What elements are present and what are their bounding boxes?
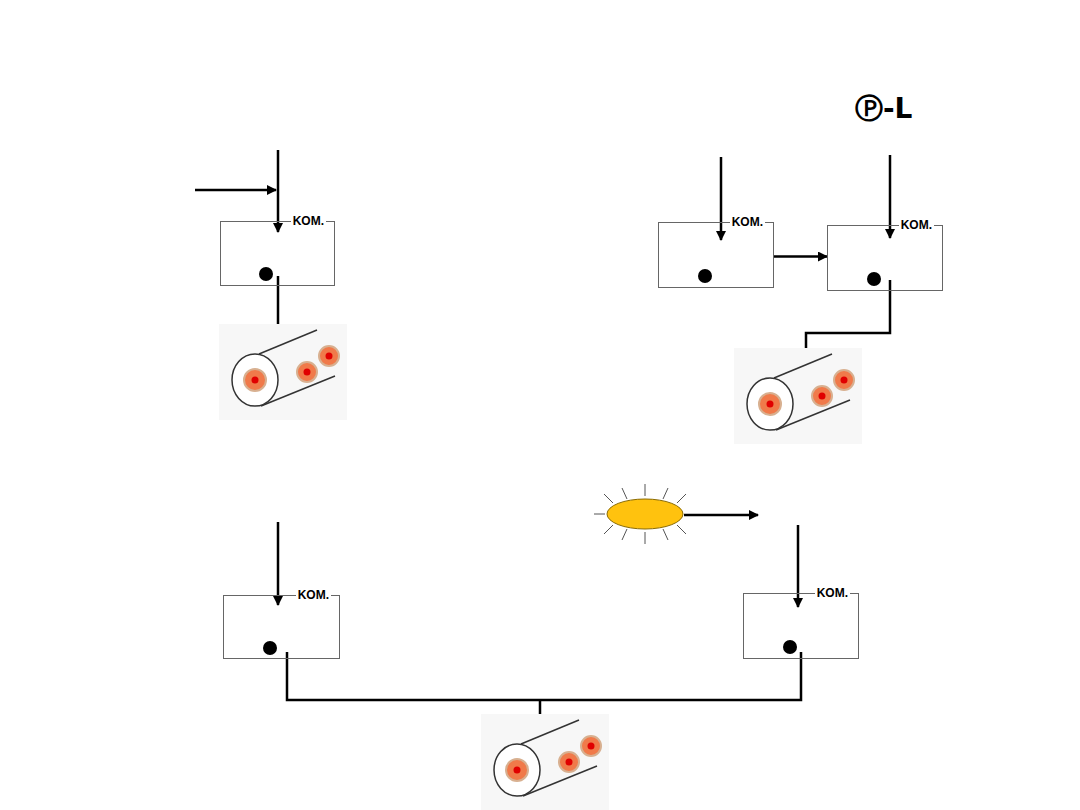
box-heading: KOM. — [815, 586, 850, 600]
process-box: KOM. — [223, 595, 340, 659]
process-box: KOM. — [658, 222, 774, 288]
box-heading: KOM. — [291, 214, 326, 228]
process-box: KOM. — [743, 593, 859, 659]
box-heading: KOM. — [296, 588, 331, 602]
process-box: KOM. — [220, 221, 335, 286]
activation-arrow — [774, 255, 827, 258]
box-heading: KOM. — [899, 218, 934, 232]
process-box: KOM. — [827, 225, 943, 291]
box-heading: KOM. — [730, 215, 765, 229]
ligand-label: Ⓟ-L — [855, 95, 912, 123]
